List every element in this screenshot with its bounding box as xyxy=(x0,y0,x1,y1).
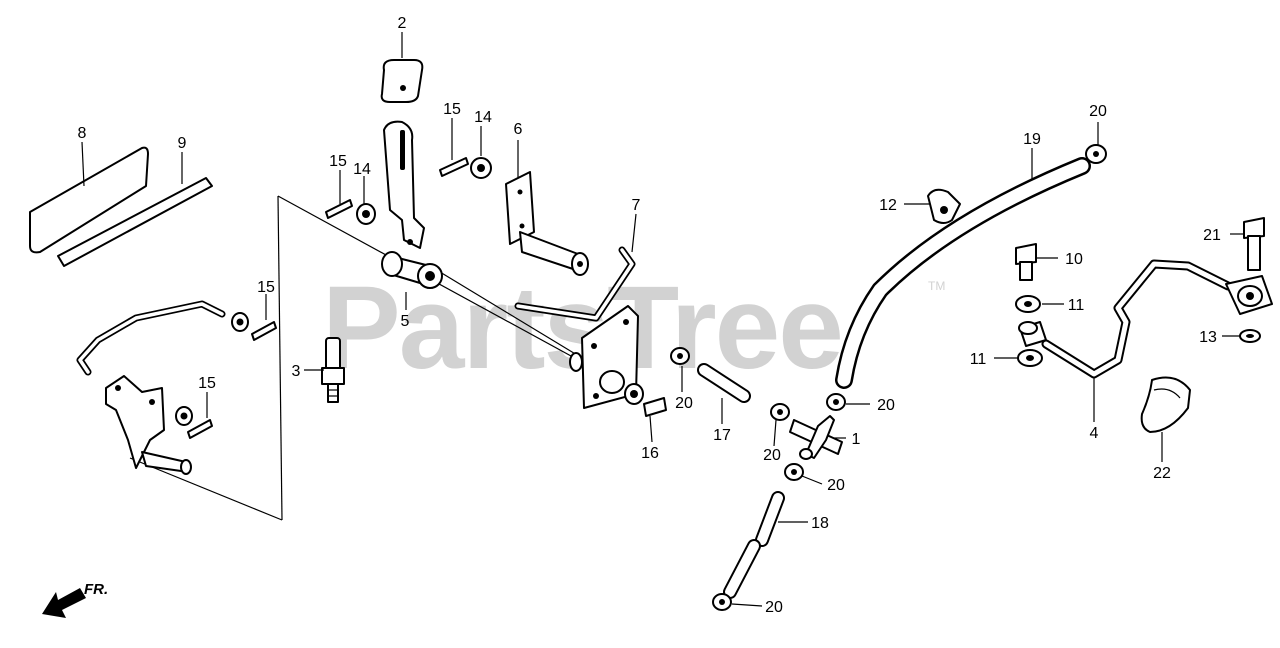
part-1-t-fitting[interactable] xyxy=(789,415,843,460)
callout-15-left: 15 xyxy=(257,279,275,296)
callout-12: 12 xyxy=(879,197,897,214)
callout-17: 17 xyxy=(713,427,731,444)
callout-20-top: 20 xyxy=(1089,103,1107,120)
callout-4: 4 xyxy=(1090,425,1099,442)
part-22-band-clamp[interactable] xyxy=(1140,376,1191,433)
mounting-plate[interactable] xyxy=(569,305,639,409)
part-11-washer-lower[interactable] xyxy=(1017,349,1043,367)
callout-15-upper: 15 xyxy=(443,101,461,118)
front-label: FR. xyxy=(84,581,108,598)
callout-13: 13 xyxy=(1199,329,1217,346)
callout-5: 5 xyxy=(401,313,410,330)
part-21-bolt[interactable] xyxy=(1243,217,1265,271)
callout-7: 7 xyxy=(632,197,641,214)
part-20-clip-e[interactable] xyxy=(712,593,732,611)
part-16-pin[interactable] xyxy=(643,397,667,417)
part-10-bolt[interactable] xyxy=(1015,243,1037,281)
part-17-tube[interactable] xyxy=(697,363,751,403)
part-8-plate[interactable] xyxy=(29,146,149,254)
part-20-clip-top[interactable] xyxy=(1085,144,1107,164)
part-12-clamp[interactable] xyxy=(927,188,961,224)
part-6-bracket-pin[interactable] xyxy=(505,171,589,276)
callout-19: 19 xyxy=(1023,131,1041,148)
callout-20-a: 20 xyxy=(675,395,693,412)
part-20-clip-a[interactable] xyxy=(670,347,690,365)
callout-1: 1 xyxy=(852,431,861,448)
callout-16: 16 xyxy=(641,445,659,462)
callout-20-b: 20 xyxy=(763,447,781,464)
callout-20-e: 20 xyxy=(765,599,783,616)
arrow-icon xyxy=(42,588,86,618)
callout-22: 22 xyxy=(1153,465,1171,482)
callout-11-upper: 11 xyxy=(1068,297,1085,314)
part-19-hose[interactable] xyxy=(835,157,1091,389)
callout-2: 2 xyxy=(398,15,407,32)
part-3-stud[interactable] xyxy=(321,337,345,403)
washer-left[interactable] xyxy=(231,312,249,332)
part-14-washer-upper[interactable] xyxy=(470,157,492,179)
lower-left-bracket[interactable] xyxy=(105,375,192,475)
part-20-clip-b[interactable] xyxy=(770,403,790,421)
part-9-strip[interactable] xyxy=(57,177,213,267)
callout-9: 9 xyxy=(178,135,187,152)
part-2-rubber-block[interactable] xyxy=(380,59,424,103)
callout-21: 21 xyxy=(1203,227,1221,244)
part-18-tube[interactable] xyxy=(723,491,785,599)
washer-plate[interactable] xyxy=(624,383,644,405)
callout-6: 6 xyxy=(514,121,523,138)
part-20-clip-c[interactable] xyxy=(826,393,846,411)
part-5-lever[interactable] xyxy=(381,120,443,289)
callout-11-lower: 11 xyxy=(970,351,987,368)
front-direction-indicator: FR. xyxy=(42,581,108,618)
part-15-pin-upper[interactable] xyxy=(439,157,469,177)
callout-14-upper: 14 xyxy=(474,109,492,126)
part-11-washer-upper[interactable] xyxy=(1015,295,1041,313)
watermark-trademark: TM xyxy=(928,279,945,293)
callout-15-lower: 15 xyxy=(198,375,216,392)
washer-lower-left[interactable] xyxy=(175,406,193,426)
callout-8: 8 xyxy=(78,125,87,142)
callout-3: 3 xyxy=(292,363,301,380)
callout-labels: 2 8 9 15 14 6 7 15 14 15 15 5 3 16 17 20… xyxy=(78,15,1221,616)
callout-14-lower: 14 xyxy=(353,161,371,178)
callout-10: 10 xyxy=(1065,251,1083,268)
part-14-washer-lower[interactable] xyxy=(356,203,376,225)
part-15-pin-middle[interactable] xyxy=(325,199,353,219)
part-7-wire-rod[interactable] xyxy=(514,246,636,322)
part-15-pin-lower[interactable] xyxy=(187,419,213,439)
part-13-washer[interactable] xyxy=(1239,329,1261,343)
part-4-pipe[interactable] xyxy=(1018,259,1273,379)
callout-20-d: 20 xyxy=(827,477,845,494)
callout-20-c: 20 xyxy=(877,397,895,414)
part-15-pin-left[interactable] xyxy=(251,321,277,341)
callout-18: 18 xyxy=(811,515,829,532)
left-rod[interactable] xyxy=(76,300,226,376)
leader-lines xyxy=(81,32,1244,607)
callout-15-middle: 15 xyxy=(329,153,347,170)
part-20-clip-d[interactable] xyxy=(784,463,804,481)
